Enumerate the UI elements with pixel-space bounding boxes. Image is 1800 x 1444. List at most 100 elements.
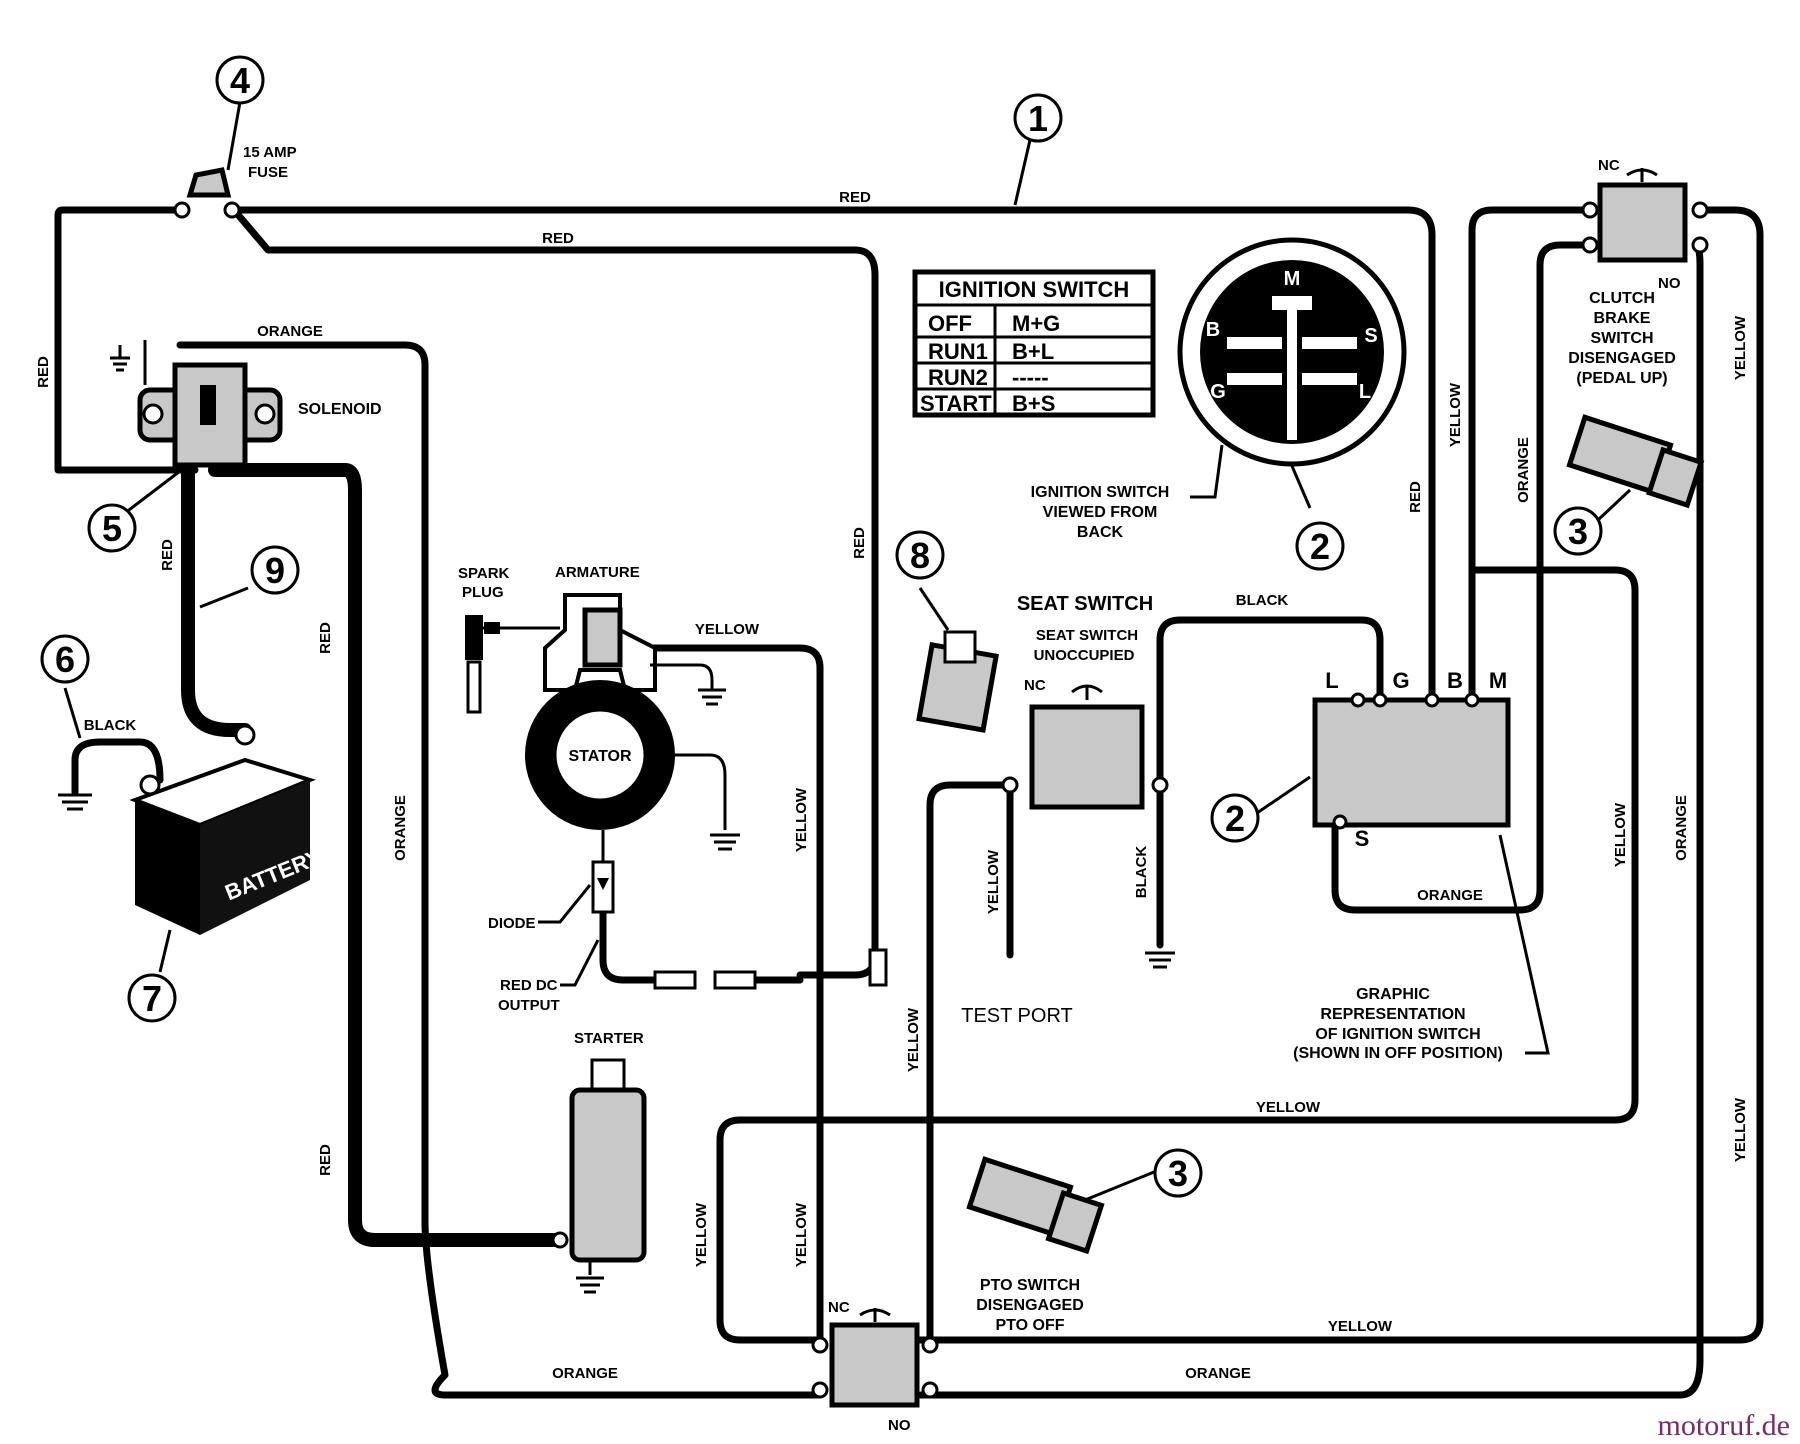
- wire-labels: RED RED ORANGE RED RED BLACK RED RED ORA…: [35, 189, 1749, 1382]
- ignition-row-0-conn: M+G: [1012, 311, 1060, 336]
- wire-label-yellow-test: YELLOW: [985, 849, 1002, 914]
- wire-label-orange-ign: ORANGE: [1515, 437, 1532, 503]
- callout-3-pto-num: 3: [1168, 1153, 1188, 1194]
- terminal-g-back: G: [1210, 381, 1226, 403]
- battery-ground-icon: [58, 793, 92, 811]
- terminal-g: G: [1392, 668, 1409, 693]
- callout-9-num: 9: [265, 550, 285, 591]
- wire-label-yellow-bottom: YELLOW: [1328, 1318, 1393, 1335]
- ignition-row-1-pos: RUN1: [928, 339, 988, 364]
- callout-4-num: 4: [230, 60, 250, 101]
- terminal-l-back: L: [1359, 381, 1371, 403]
- fuse: 15 AMP FUSE: [173, 144, 297, 219]
- fuse-label-1: 15 AMP: [243, 144, 297, 161]
- seat-switch: SEAT SWITCH SEAT SWITCH UNOCCUPIED NC TE…: [868, 593, 1175, 1027]
- callout-8: 8: [895, 530, 945, 580]
- ignition-row-2-conn: -----: [1012, 365, 1049, 390]
- battery-cable: [181, 463, 252, 737]
- wire-label-red-mid: RED: [317, 622, 334, 654]
- stator-ground-icon: [670, 753, 740, 851]
- plunger-switch-icon-top: [1566, 414, 1705, 509]
- wire-label-red-low: RED: [317, 1144, 334, 1176]
- ignition-view-label-1: IGNITION SWITCH: [1031, 484, 1170, 501]
- terminal-b: B: [1447, 668, 1463, 693]
- stator-wire: [599, 908, 804, 984]
- clutch-brake-switch: NC NO CLUTCH BRAKE SWITCH DISENGAGED (PE…: [1568, 157, 1709, 387]
- callout-3-top: 3: [1553, 506, 1603, 556]
- red-dc-label-2: OUTPUT: [498, 997, 560, 1014]
- terminal-b-back: B: [1206, 319, 1220, 341]
- engine-group: SPARK PLUG ARMATURE STATOR DIODE RED DC …: [458, 564, 757, 1014]
- callout-4: 4: [215, 55, 265, 105]
- seat-switch-sub-2: UNOCCUPIED: [1034, 647, 1135, 664]
- terminal-s: S: [1355, 826, 1370, 851]
- pto-label-2: DISENGAGED: [976, 1297, 1084, 1314]
- stator-label: STATOR: [568, 748, 632, 765]
- graphic-note-3: OF IGNITION SWITCH: [1315, 1026, 1480, 1043]
- red-dc-label-1: RED DC: [500, 977, 558, 994]
- wire-label-red-second: RED: [542, 230, 574, 247]
- ignition-row-1-conn: B+L: [1012, 339, 1054, 364]
- callout-leaders: [63, 101, 1632, 1202]
- ignition-switch-graphic: L G B M S: [1312, 668, 1511, 851]
- wire-label-yellow-low: YELLOW: [793, 1202, 810, 1267]
- clutch-label-2: BRAKE: [1594, 310, 1651, 327]
- ignition-view-label-2: VIEWED FROM: [1043, 504, 1158, 521]
- yellow-seat-wire: [916, 781, 1009, 1344]
- callout-3-pto: 3: [1153, 1148, 1203, 1198]
- wire-label-yellow-armature: YELLOW: [695, 621, 760, 638]
- graphic-note-2: REPRESENTATION: [1320, 1006, 1465, 1023]
- ignition-row-0-pos: OFF: [928, 311, 972, 336]
- ignition-row-2-pos: RUN2: [928, 365, 988, 390]
- wire-label-black: BLACK: [84, 717, 137, 734]
- callout-8-num: 8: [910, 535, 930, 576]
- terminal-m: M: [1489, 668, 1507, 693]
- yellow-loop-left: [716, 566, 1639, 1344]
- wire-label-red-battery: RED: [159, 539, 176, 571]
- ignition-switch-table: IGNITION SWITCH OFF M+G RUN1 B+L RUN2 --…: [912, 269, 1156, 418]
- black-seat-top-wire: [1156, 616, 1384, 789]
- wire-label-orange-bottom-left: ORANGE: [552, 1365, 618, 1382]
- wire-label-yellow-far-right-low: YELLOW: [1732, 1097, 1749, 1162]
- ignition-table-title: IGNITION SWITCH: [939, 277, 1130, 302]
- wire-label-yellow-ign: YELLOW: [1447, 382, 1464, 447]
- ignition-row-3-conn: B+S: [1012, 391, 1055, 416]
- orange-right-wire: [1331, 241, 1594, 914]
- callout-5: 5: [87, 503, 137, 553]
- callout-1-num: 1: [1028, 98, 1048, 139]
- wire-label-red-ign: RED: [1407, 481, 1424, 513]
- wires: [54, 206, 1764, 1399]
- terminal-s-back: S: [1364, 325, 1377, 347]
- ignition-switch-back-view: M B S G L IGNITION SWITCH VIEWED FROM BA…: [1031, 237, 1407, 541]
- callout-2-top: 2: [1295, 521, 1345, 571]
- callout-5-num: 5: [102, 508, 122, 549]
- starter: STARTER: [551, 1030, 647, 1294]
- terminal-m-back: M: [1284, 268, 1301, 290]
- clutch-no: NO: [1658, 275, 1681, 292]
- clutch-label-1: CLUTCH: [1589, 290, 1655, 307]
- graphic-note-4: (SHOWN IN OFF POSITION): [1293, 1045, 1503, 1062]
- solenoid-label: SOLENOID: [298, 401, 382, 418]
- solenoid-ground-icon: [110, 340, 147, 385]
- pto-label-3: PTO OFF: [995, 1317, 1064, 1334]
- pto-switch: NC NO: [811, 1299, 939, 1434]
- callout-6-num: 6: [55, 639, 75, 680]
- clutch-nc: NC: [1598, 157, 1620, 174]
- starter-ground-icon: [576, 1262, 604, 1294]
- terminal-l: L: [1325, 668, 1338, 693]
- clutch-label-5: (PEDAL UP): [1576, 370, 1667, 387]
- wire-label-red-top: RED: [839, 189, 871, 206]
- graphic-representation-note: GRAPHIC REPRESENTATION OF IGNITION SWITC…: [1293, 834, 1550, 1062]
- wire-label-orange-far-right: ORANGE: [1673, 795, 1690, 861]
- wire-label-red-left: RED: [35, 356, 52, 388]
- wire-label-yellow-far-right: YELLOW: [1732, 315, 1749, 380]
- wire-label-yellow-seat-drop: YELLOW: [905, 1007, 922, 1072]
- seat-switch-sub-1: SEAT SWITCH: [1036, 627, 1138, 644]
- pto-no: NO: [888, 1417, 911, 1434]
- wire-label-black-seat: BLACK: [1133, 846, 1150, 899]
- clutch-label-4: DISENGAGED: [1568, 350, 1676, 367]
- graphic-note-1: GRAPHIC: [1356, 986, 1430, 1003]
- callout-2-graphic: 2: [1210, 793, 1260, 843]
- callout-3-top-num: 3: [1568, 511, 1588, 552]
- callout-2-graphic-num: 2: [1225, 798, 1245, 839]
